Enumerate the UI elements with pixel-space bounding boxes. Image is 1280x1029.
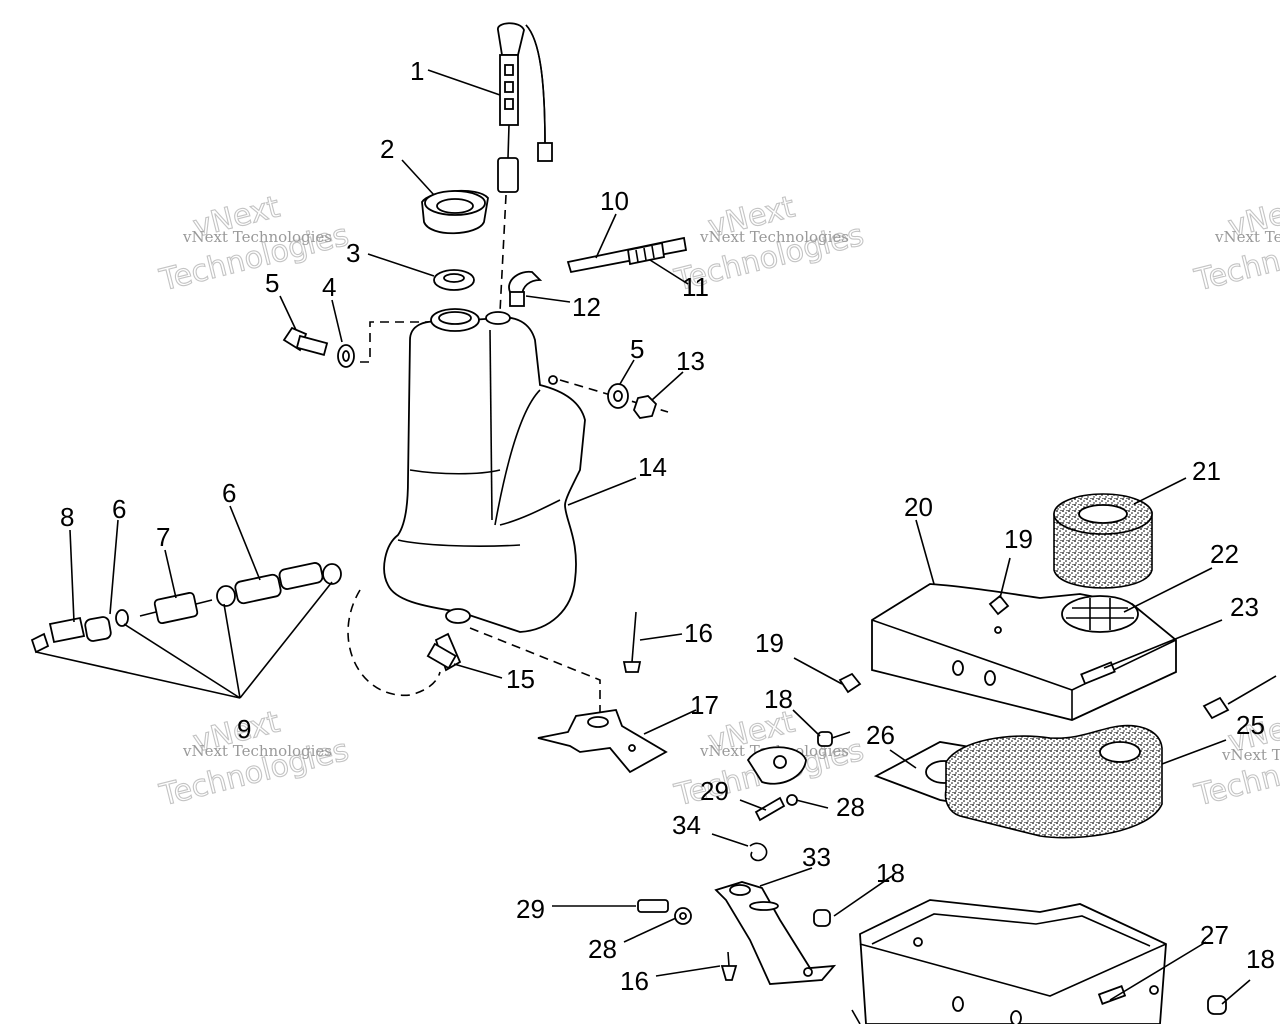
callout-11: 11: [682, 272, 709, 302]
callout-18: 18: [1246, 944, 1275, 974]
callout-5: 5: [265, 268, 279, 298]
callout-18: 18: [876, 858, 905, 888]
watermark-text: vNext Technologies: [182, 742, 332, 760]
callout-18: 18: [764, 684, 793, 714]
callout-16: 16: [684, 618, 713, 648]
part-4-washer: [337, 344, 355, 368]
callout-27: 27: [1200, 920, 1229, 950]
callout-labels: 1 2 3 4 5 5 6 6 7 8 9 10 11 12 13 14 15 …: [60, 56, 1275, 996]
callout-25: 25: [1236, 710, 1265, 740]
part-11-clamp: [626, 241, 666, 266]
callout-3: 3: [346, 238, 360, 268]
callout-10: 10: [600, 186, 629, 216]
part-3-gasket: [433, 269, 475, 291]
callout-29: 29: [700, 776, 729, 806]
callout-23: 23: [1230, 592, 1259, 622]
part-2-gas-cap: [421, 189, 489, 235]
callout-5: 5: [630, 334, 644, 364]
callout-28: 28: [836, 792, 865, 822]
callout-12: 12: [572, 292, 601, 322]
part-16-pin-lower: [720, 951, 738, 981]
part-14-fuel-tank: [383, 308, 586, 633]
part-13-nut: [632, 395, 658, 419]
callout-26: 26: [866, 720, 895, 750]
part-5-bolt: [282, 326, 329, 356]
callout-9: 9: [237, 714, 251, 744]
callout-29: 29: [516, 894, 545, 924]
callout-17: 17: [690, 690, 719, 720]
callout-4: 4: [322, 272, 336, 302]
callout-1: 1: [410, 56, 424, 86]
watermark-text: vNext Technologies: [182, 228, 332, 246]
callout-34: 34: [672, 810, 701, 840]
callout-19: 19: [1004, 524, 1033, 554]
callout-13: 13: [676, 346, 705, 376]
part-16-pin-upper: [622, 611, 642, 673]
watermark-text: vNext Technologies: [1214, 228, 1280, 246]
part-6-hose-right: [216, 562, 342, 607]
callout-19: 19: [755, 628, 784, 658]
part-15-fuel-valve: [426, 632, 462, 672]
part-5-washer-right: [607, 383, 629, 409]
callout-22: 22: [1210, 539, 1239, 569]
part-7-filter: [139, 591, 213, 625]
part-29-screw-middle: [754, 796, 786, 822]
callout-28: 28: [588, 934, 617, 964]
part-28-washer-lower: [674, 907, 692, 925]
part-6-hose-left: [84, 609, 129, 642]
part-19-clip-upper: [988, 594, 1010, 634]
callout-21: 21: [1192, 456, 1221, 486]
callout-6: 6: [112, 494, 126, 524]
callout-2: 2: [380, 134, 394, 164]
part-27-airbox-base: [859, 899, 1167, 1026]
part-25-foam-filter: [944, 724, 1163, 839]
part-17-bracket: [537, 709, 668, 774]
callout-20: 20: [904, 492, 933, 522]
connector-fragment: [1202, 675, 1277, 720]
watermark-text: vNext Technologies: [699, 228, 849, 246]
part-1-fuel-sender: [497, 22, 553, 193]
callout-14: 14: [638, 452, 667, 482]
part-28-washer-middle: [786, 794, 798, 806]
leader-lines: [35, 69, 1251, 1025]
part-18-grommet-right: [1207, 995, 1227, 1015]
callout-7: 7: [156, 522, 170, 552]
callout-8: 8: [60, 502, 74, 532]
part-34-clip: [749, 842, 768, 862]
part-22-grid: [1061, 595, 1139, 633]
watermark-text: vNext Technologies: [1221, 746, 1280, 764]
part-18-grommet-middle: [817, 731, 851, 747]
callout-16: 16: [620, 966, 649, 996]
part-10-vent-tube: [566, 236, 688, 274]
callout-33: 33: [802, 842, 831, 872]
part-8-fitting: [30, 616, 86, 654]
callout-6: 6: [222, 478, 236, 508]
part-21-foam-ring: [1053, 493, 1153, 589]
part-33-mount-plate: [714, 881, 837, 985]
part-18-grommet-lower: [813, 909, 831, 927]
part-12-elbow-fitting: [508, 270, 543, 307]
part-switch: [746, 746, 807, 785]
part-19-clip-lower: [838, 672, 862, 694]
part-29-bolt-lower: [637, 899, 669, 913]
callout-15: 15: [506, 664, 535, 694]
